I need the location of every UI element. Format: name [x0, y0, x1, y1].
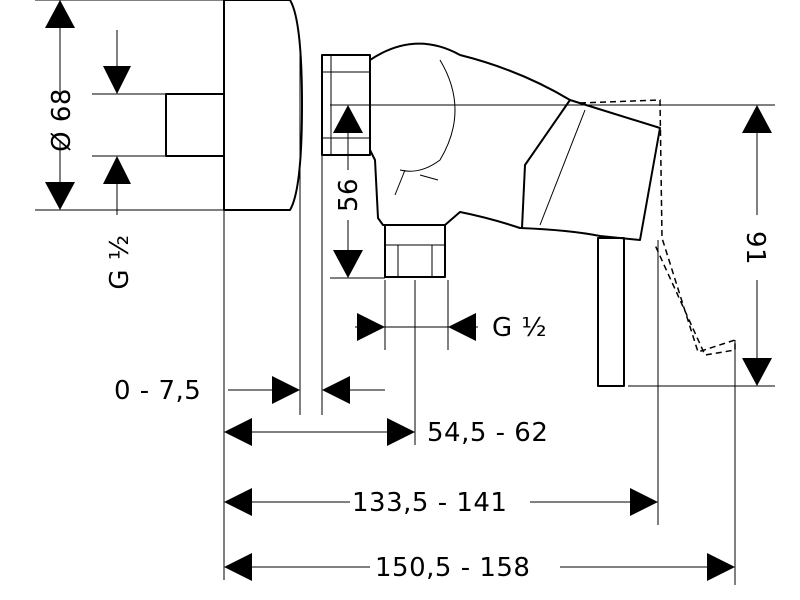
dimension-lines: [45, 0, 772, 581]
mixer-geometry: [165, 0, 736, 387]
inlet-stub: [165, 93, 225, 157]
extension-lines: [35, 0, 775, 585]
label-offset-range: 0 - 7,5: [114, 376, 201, 406]
label-depth-medium: 133,5 - 141: [352, 488, 507, 518]
lever-handle: [597, 237, 625, 387]
label-height-outlet: 56: [334, 178, 364, 212]
label-thread-left: G ½: [105, 234, 135, 289]
mixer-body: [369, 42, 661, 241]
label-diameter: Ø 68: [47, 88, 77, 152]
label-depth-short: 54,5 - 62: [427, 418, 548, 448]
label-height-total: 91: [740, 231, 770, 265]
label-depth-total: 150,5 - 158: [375, 553, 530, 583]
lever-housing: [521, 99, 571, 229]
label-thread-bottom: G ½: [492, 313, 547, 343]
lever-alt-position: [579, 99, 736, 356]
dimension-labels: Ø 68 G ½ 56 91 G ½ 0 - 7,5 54,5 - 62 133…: [47, 88, 770, 583]
wall-rosette: [223, 0, 303, 211]
bottom-outlet: [384, 224, 446, 278]
